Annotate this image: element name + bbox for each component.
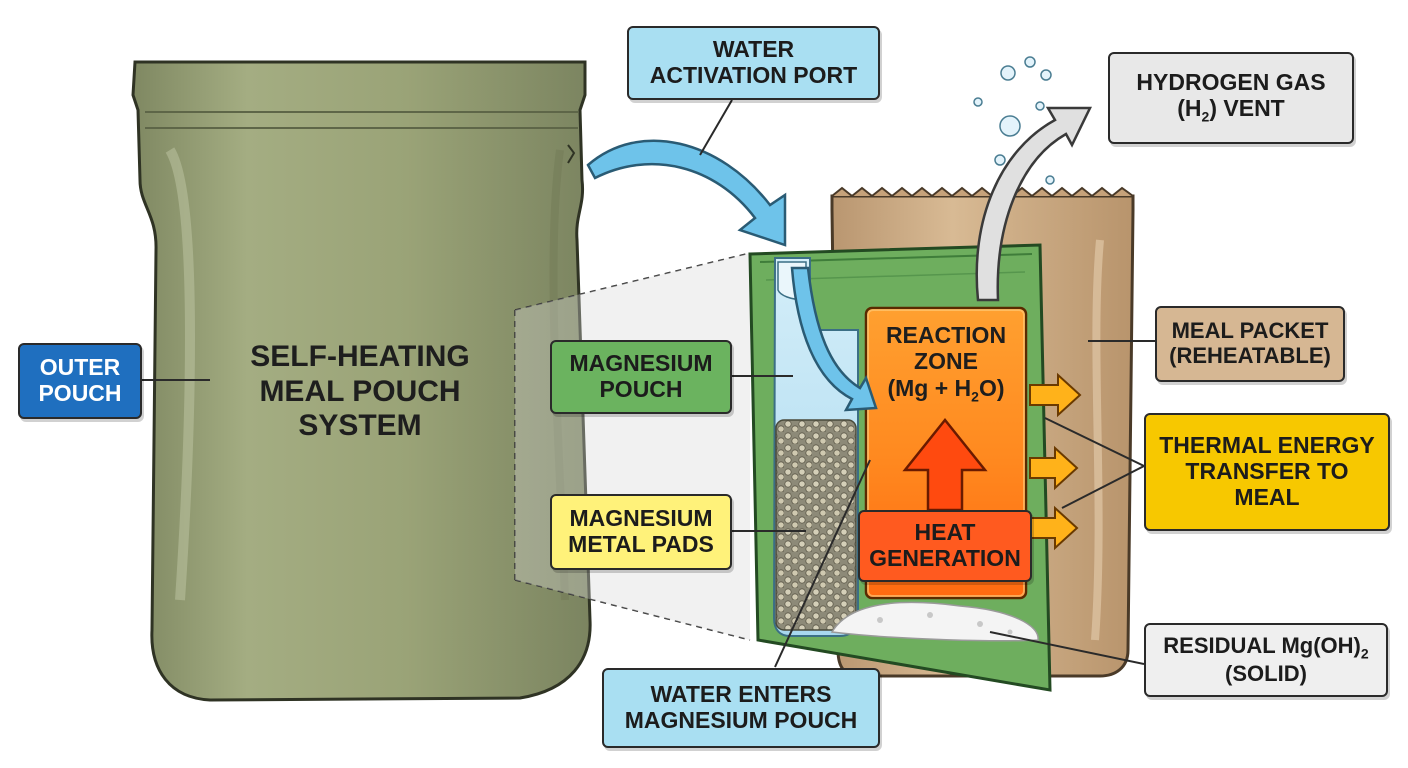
hydrogen-vent-arrow <box>975 106 1092 302</box>
reaction-zone-line1: REACTION <box>885 322 1007 348</box>
residual-line1: RESIDUAL Mg(OH)2 <box>1163 632 1369 662</box>
water-enters-line: MAGNESIUM POUCH <box>624 707 858 733</box>
gas-bubbles <box>973 56 1055 185</box>
hydrogen-vent-subscript: 2 <box>1201 108 1210 125</box>
magnesium-pouch-label: MAGNESIUM POUCH <box>550 340 732 414</box>
reaction-zone-line2: ZONE <box>914 348 978 375</box>
residual-subscript: 2 <box>1360 645 1369 662</box>
heat-rise-arrow <box>902 417 988 512</box>
reaction-zone-label: REACTION ZONE (Mg + H2O) <box>866 322 1026 405</box>
thermal-energy-line: THERMAL ENERGY <box>1159 432 1375 459</box>
hydrogen-vent-line2: (H2) VENT <box>1177 95 1285 125</box>
water-activation-port-label: WATER ACTIVATION PORT <box>627 26 880 100</box>
meal-packet-line: MEAL PACKET <box>1171 318 1329 344</box>
heat-generation-label: HEAT GENERATION <box>858 510 1032 582</box>
hydrogen-vent-line1: HYDROGEN GAS <box>1136 69 1326 96</box>
outer-pouch-label-line: POUCH <box>38 380 122 406</box>
outer-pouch-label: OUTER POUCH <box>18 343 142 419</box>
heat-generation-line: GENERATION <box>869 545 1021 571</box>
water-inflow-arrow <box>790 266 878 412</box>
water-activation-port-line: WATER <box>712 36 795 63</box>
system-title-line: MEAL POUCH <box>259 374 461 408</box>
water-activation-port-line: ACTIVATION PORT <box>649 62 858 88</box>
reaction-zone-suffix: O) <box>978 374 1005 401</box>
thermal-energy-line: TRANSFER TO <box>1185 458 1349 485</box>
reaction-zone-prefix: (Mg + H <box>887 374 972 401</box>
outer-pouch-label-line: OUTER <box>39 354 121 381</box>
residual-label: RESIDUAL Mg(OH)2 (SOLID) <box>1144 623 1388 697</box>
heat-generation-line: HEAT <box>914 519 976 546</box>
water-enters-line: WATER ENTERS <box>650 681 832 708</box>
water-enters-label: WATER ENTERS MAGNESIUM POUCH <box>602 668 880 748</box>
meal-packet-label: MEAL PACKET (REHEATABLE) <box>1155 306 1345 382</box>
hydrogen-vent-suffix: ) VENT <box>1209 95 1285 122</box>
heat-transfer-arrows <box>1029 372 1082 551</box>
system-title-line: SYSTEM <box>298 409 422 442</box>
magnesium-pouch-line: POUCH <box>599 376 683 402</box>
magnesium-pouch-line: MAGNESIUM <box>569 350 713 377</box>
residual-prefix: RESIDUAL Mg(OH) <box>1163 632 1361 658</box>
zoom-lines <box>514 252 751 641</box>
system-title-line: SELF-HEATING <box>250 340 470 373</box>
magnesium-metal-pads-line: MAGNESIUM <box>569 505 713 532</box>
residual-powder <box>830 601 1039 642</box>
magnesium-metal-pads-label: MAGNESIUM METAL PADS <box>550 494 732 570</box>
thermal-energy-label: THERMAL ENERGY TRANSFER TO MEAL <box>1144 413 1390 531</box>
hydrogen-vent-label: HYDROGEN GAS (H2) VENT <box>1108 52 1354 144</box>
magnesium-metal-pads-line: METAL PADS <box>568 531 714 557</box>
thermal-energy-line: MEAL <box>1234 483 1300 510</box>
residual-line2: (SOLID) <box>1225 660 1307 686</box>
water-flow-arrow <box>586 139 787 247</box>
reaction-zone-line3: (Mg + H2O) <box>866 375 1026 405</box>
hydrogen-vent-prefix: (H <box>1177 95 1202 122</box>
meal-packet-line: (REHEATABLE) <box>1169 343 1331 368</box>
leader-lines <box>142 99 1155 668</box>
reaction-zone-subscript: 2 <box>971 388 979 405</box>
system-title: SELF-HEATING MEAL POUCH SYSTEM <box>235 340 485 444</box>
